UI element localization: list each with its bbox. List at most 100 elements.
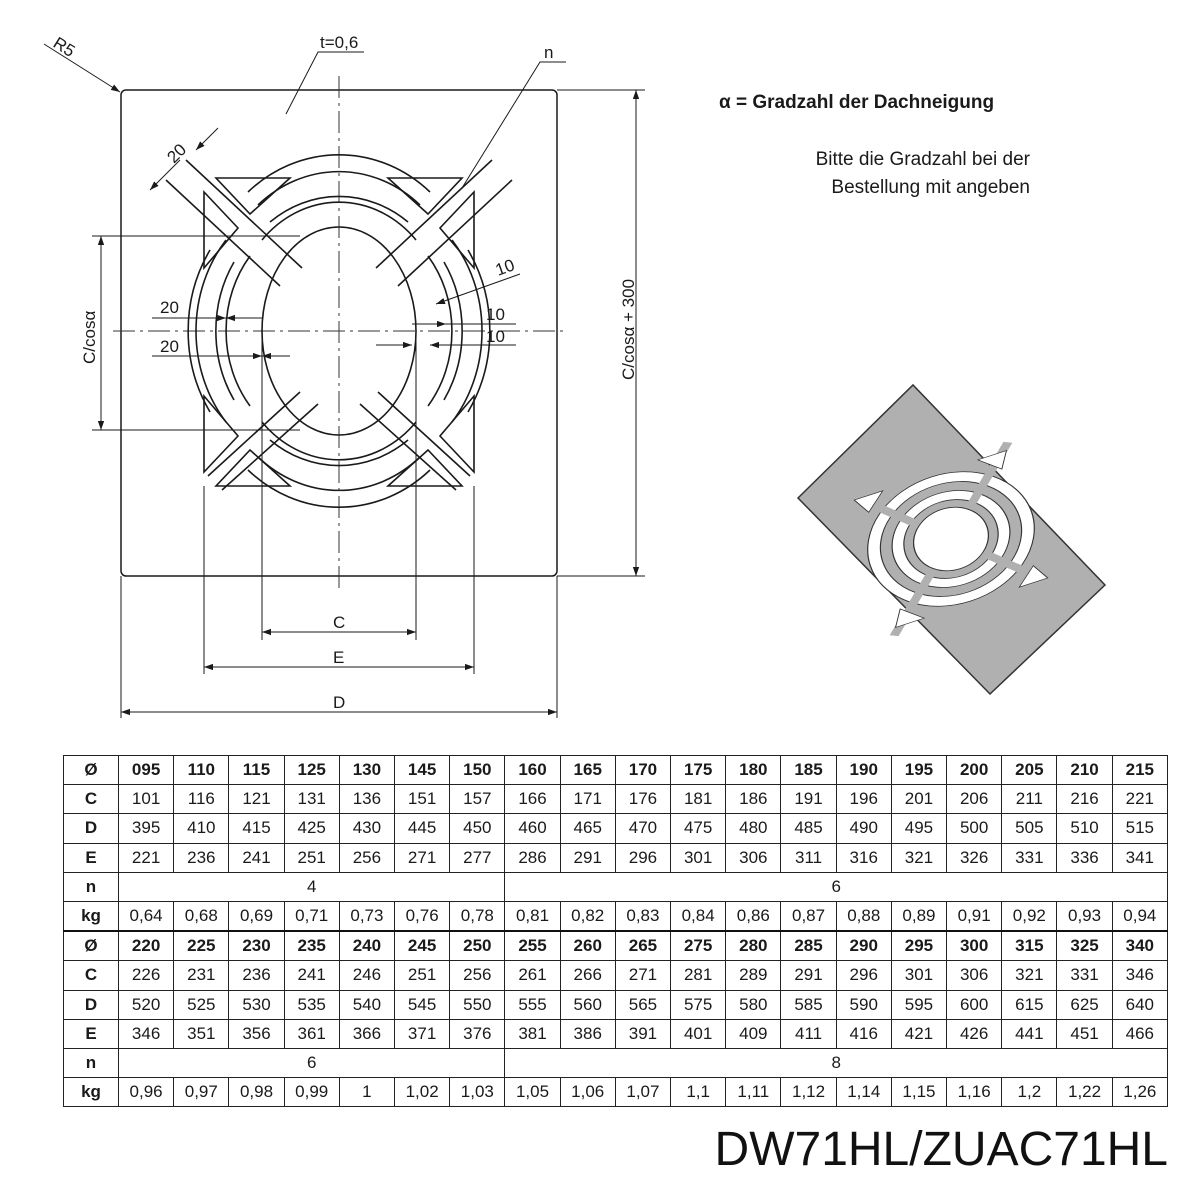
cell-E: 331: [1001, 842, 1058, 873]
label-bar-width-top: 20: [163, 140, 190, 167]
cell-dia: 205: [1001, 754, 1058, 786]
cell-dia: 325: [1056, 930, 1113, 962]
cell-E: 236: [173, 842, 230, 873]
cell-dia: 170: [614, 754, 672, 786]
cell-kg: 0,91: [946, 900, 1003, 932]
cell-D: 445: [394, 813, 451, 844]
cell-E: 336: [1056, 842, 1113, 873]
cell-kg: 1,12: [780, 1077, 837, 1108]
cell-kg: 0,92: [1001, 900, 1058, 932]
corner-triangles: [203, 177, 475, 487]
technical-drawing: R5 t=0,6 n 20 10 10 10 20 20 C/cosα C/co…: [43, 33, 1107, 718]
cell-kg: 0,97: [173, 1077, 230, 1108]
cell-dia: 215: [1111, 754, 1169, 786]
cell-kg: 0,81: [504, 900, 561, 932]
note-line-2: Bestellung mit angeben: [831, 177, 1030, 198]
cell-kg: 1,14: [835, 1077, 892, 1108]
cell-dia: 180: [725, 754, 782, 786]
cell-kg: 0,87: [780, 900, 837, 932]
cell-dia: 225: [173, 930, 230, 962]
cell-kg: 1,05: [504, 1077, 561, 1108]
cell-E: 291: [559, 842, 616, 873]
cell-E: 311: [780, 842, 837, 873]
cell-E: 426: [946, 1018, 1003, 1049]
cell-kg: 1,22: [1056, 1077, 1113, 1108]
cell-E: 277: [449, 842, 506, 873]
cell-C: 346: [1111, 960, 1169, 991]
diagonal-bars: [165, 159, 513, 491]
cell-C: 251: [394, 960, 451, 991]
cell-D: 485: [780, 813, 837, 844]
cell-dia: 290: [835, 930, 892, 962]
cell-kg: 0,98: [228, 1077, 285, 1108]
cell-dia: 235: [283, 930, 340, 962]
cell-C: 166: [504, 784, 561, 815]
cell-E: 356: [228, 1018, 285, 1049]
cell-D: 530: [228, 989, 285, 1020]
cell-dia: 150: [449, 754, 506, 786]
cell-dia: 275: [670, 930, 727, 962]
cell-C: 186: [725, 784, 782, 815]
cell-dia: 260: [559, 930, 616, 962]
cell-dia: 160: [504, 754, 561, 786]
cell-kg: 0,68: [173, 900, 230, 932]
cell-E: 451: [1056, 1018, 1113, 1049]
cell-dia: 130: [338, 754, 396, 786]
cell-C: 116: [173, 784, 230, 815]
cell-kg: 0,73: [338, 900, 396, 932]
cell-E: 316: [835, 842, 892, 873]
cell-E: 271: [394, 842, 451, 873]
cell-kg: 0,78: [449, 900, 506, 932]
cell-dia: 115: [228, 754, 285, 786]
cell-C: 271: [614, 960, 672, 991]
cell-D: 545: [394, 989, 451, 1020]
cell-E: 411: [780, 1018, 837, 1049]
cell-C: 121: [228, 784, 285, 815]
cell-D: 415: [228, 813, 285, 844]
cell-D: 575: [670, 989, 727, 1020]
note-line-1: Bitte die Gradzahl bei der: [815, 149, 1030, 170]
cell-E: 376: [449, 1018, 506, 1049]
row-header-n: n: [63, 871, 119, 902]
cell-E: 466: [1111, 1018, 1169, 1049]
cell-kg: 0,96: [117, 1077, 175, 1108]
cell-kg: 1,26: [1111, 1077, 1169, 1108]
cell-dia: 295: [890, 930, 948, 962]
cell-kg: 1,11: [725, 1077, 782, 1108]
cell-E: 381: [504, 1018, 561, 1049]
cell-dia: 190: [835, 754, 892, 786]
cell-kg: 1,1: [670, 1077, 727, 1108]
cell-C: 281: [670, 960, 727, 991]
cell-dia: 250: [449, 930, 506, 962]
cell-D: 565: [614, 989, 672, 1020]
cell-E: 391: [614, 1018, 672, 1049]
cell-C: 157: [449, 784, 506, 815]
cell-E: 326: [946, 842, 1003, 873]
row-header-D: D: [63, 989, 119, 1020]
cell-dia: 265: [614, 930, 672, 962]
cell-D: 520: [117, 989, 175, 1020]
cell-C: 296: [835, 960, 892, 991]
cell-D: 625: [1056, 989, 1113, 1020]
cell-D: 580: [725, 989, 782, 1020]
label-ring-right-1: 10: [486, 305, 505, 324]
label-height-inner: C/cosα: [80, 311, 99, 364]
cell-C: 176: [614, 784, 672, 815]
cell-E: 351: [173, 1018, 230, 1049]
cell-kg: 0,86: [725, 900, 782, 932]
cell-E: 386: [559, 1018, 616, 1049]
cell-C: 306: [946, 960, 1003, 991]
cell-dia: 200: [946, 754, 1003, 786]
cell-E: 251: [283, 842, 340, 873]
cell-D: 470: [614, 813, 672, 844]
cell-D: 425: [283, 813, 340, 844]
cell-C: 236: [228, 960, 285, 991]
cell-kg: 0,83: [614, 900, 672, 932]
cell-kg: 0,93: [1056, 900, 1113, 932]
cell-E: 296: [614, 842, 672, 873]
cell-D: 640: [1111, 989, 1169, 1020]
cell-kg: 1,07: [614, 1077, 672, 1108]
label-radius: R5: [50, 33, 79, 61]
cell-n: 6: [504, 871, 1168, 902]
